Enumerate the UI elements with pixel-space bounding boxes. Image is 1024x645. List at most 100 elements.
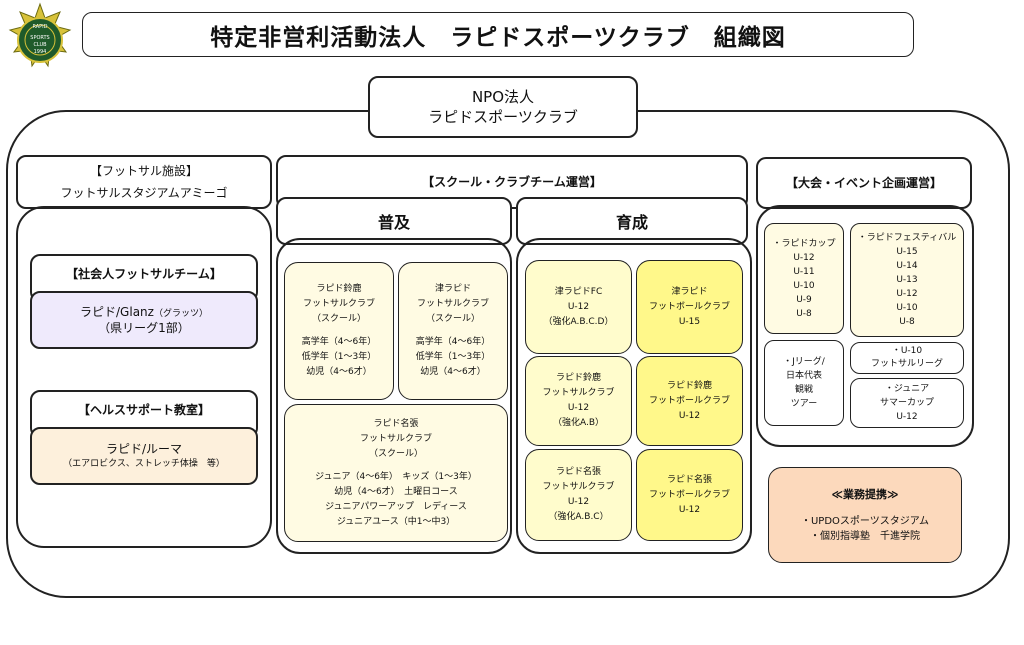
tsu-school-line: （スクール） xyxy=(425,314,480,324)
tsu-school-box: 津ラピド フットサルクラブ （スクール） 高学年（4～6年） 低学年（1～3年）… xyxy=(398,262,508,400)
suzuka-school-line: ラピド鈴鹿 xyxy=(316,284,362,294)
u10-league-line: ・U-10 xyxy=(891,346,923,356)
nabari-school-box: ラピド名張 フットサルクラブ （スクール） ジュニア（4～6年） キッズ（1～3… xyxy=(284,404,508,542)
jleague-tour-line: ・Jリーグ/ xyxy=(783,357,825,367)
rapid-festival-line: U-12 xyxy=(896,289,918,299)
events-header-box: 【大会・イベント企画運営】 xyxy=(756,157,972,209)
suzuka-futsal-line: （強化A.B） xyxy=(552,418,605,428)
rapid-festival-line: U-14 xyxy=(896,261,918,271)
nabari-school-line: フットサルクラブ xyxy=(359,433,432,444)
rapid-festival-line: ・ラピドフェスティバル xyxy=(857,233,957,243)
suzuka-school-line: フットサルクラブ xyxy=(302,299,375,309)
adult-team-note: （グラッツ） xyxy=(153,309,208,319)
nabari-school-line: （スクール） xyxy=(368,448,423,459)
ikusei-title: 育成 xyxy=(615,213,648,232)
nabari-football-box: ラピド名張 フットボールクラブ U-12 xyxy=(636,449,743,541)
suzuka-school-line: 低学年（1～3年） xyxy=(301,352,377,362)
facility-header: 【フットサル施設】 xyxy=(89,164,198,178)
tsu-fc-line: 津ラピドFC xyxy=(554,286,603,297)
adult-team-header: 【社会人フットサルチーム】 xyxy=(66,267,222,281)
u10-league-box: ・U-10 フットサルリーグ xyxy=(850,342,964,374)
nabari-futsal-line: ラピド名張 xyxy=(555,467,601,477)
suzuka-school-box: ラピド鈴鹿 フットサルクラブ （スクール） 高学年（4～6年） 低学年（1～3年… xyxy=(284,262,394,400)
health-program-name: ラピド/ルーマ xyxy=(105,442,183,456)
nabari-school-line: ラピド名張 xyxy=(373,418,419,429)
nabari-school-line: ジュニアパワーアップ レディース xyxy=(325,501,467,512)
npo-label: NPO法人 xyxy=(471,88,535,106)
tsu-fc-box: 津ラピドFC U-12 （強化A.B.C.D） xyxy=(525,260,632,354)
logo-ring-top: RAPID xyxy=(32,24,47,30)
nabari-football-line: U-12 xyxy=(678,504,701,515)
rapid-festival-line: U-8 xyxy=(899,317,915,327)
facility-name: フットサルスタジアムアミーゴ xyxy=(60,186,228,200)
nabari-futsal-box: ラピド名張 フットサルクラブ U-12 （強化A.B.C） xyxy=(525,449,632,541)
npo-club-name: ラピドスポーツクラブ xyxy=(428,108,578,126)
facility-frame xyxy=(16,206,272,548)
suzuka-football-line: U-12 xyxy=(678,410,701,421)
tsu-school-line: 高学年（4～6年） xyxy=(415,337,491,347)
rapid-cup-line: U-8 xyxy=(796,308,812,319)
suzuka-futsal-line: U-12 xyxy=(567,403,590,413)
tsu-school-line: 幼児（4～6才） xyxy=(420,367,486,377)
health-box: ラピド/ルーマ （エアロビクス、ストレッチ体操 等） xyxy=(30,427,258,485)
suzuka-football-line: ラピド鈴鹿 xyxy=(666,380,712,391)
rapid-festival-box: ・ラピドフェスティバル U-15 U-14 U-13 U-12 U-10 U-8 xyxy=(850,223,964,337)
health-program-detail: （エアロビクス、ストレッチ体操 等） xyxy=(63,459,225,469)
rapid-cup-box: ・ラピドカップ U-12 U-11 U-10 U-9 U-8 xyxy=(764,223,844,334)
nabari-school-line: 幼児（4～6才） 土曜日コース xyxy=(334,486,458,497)
suzuka-futsal-line: ラピド鈴鹿 xyxy=(555,373,601,383)
events-frame xyxy=(756,205,974,447)
facility-header-box: 【フットサル施設】 フットサルスタジアムアミーゴ xyxy=(16,155,272,209)
fukyu-title-box: 普及 xyxy=(276,197,512,245)
ikusei-frame xyxy=(516,238,752,554)
rapid-cup-line: ・ラピドカップ xyxy=(772,238,836,249)
jleague-tour-box: ・Jリーグ/ 日本代表 観戦 ツアー xyxy=(764,340,844,426)
logo-year: 1994 xyxy=(34,49,47,55)
club-logo: RAPID SPORTS CLUB 1994 xyxy=(4,2,76,80)
fukyu-frame xyxy=(276,238,512,554)
suzuka-school-line: 高学年（4～6年） xyxy=(301,337,377,347)
nabari-football-line: ラピド名張 xyxy=(666,474,712,485)
nabari-football-line: フットボールクラブ xyxy=(648,489,730,500)
junior-summer-cup-line: サマーカップ xyxy=(879,398,934,408)
partner-juku: ・個別指導塾 千進学院 xyxy=(810,530,920,542)
school-header: 【スクール・クラブチーム運営】 xyxy=(422,175,602,189)
jleague-tour-line: ツアー xyxy=(790,399,818,409)
health-header: 【ヘルスサポート教室】 xyxy=(77,403,210,417)
rapid-festival-line: U-10 xyxy=(896,303,918,313)
suzuka-school-line: （スクール） xyxy=(311,314,366,324)
jleague-tour-line: 観戦 xyxy=(794,385,813,395)
nabari-school-line: ジュニアユース（中1～中3） xyxy=(336,516,456,527)
u10-league-line: フットサルリーグ xyxy=(870,359,943,369)
rapid-festival-line: U-13 xyxy=(896,275,918,285)
nabari-futsal-line: （強化A.B.C） xyxy=(548,512,609,522)
tsu-fc-line: （強化A.B.C.D） xyxy=(543,316,614,327)
partner-updo: ・UPDOスポーツスタジアム xyxy=(800,515,930,527)
tsu-football-line: U-15 xyxy=(678,316,701,327)
suzuka-school-line: 幼児（4～6才） xyxy=(306,367,372,377)
page-title-box: 特定非営利活動法人 ラピドスポーツクラブ 組織図 xyxy=(82,12,914,57)
nabari-futsal-line: U-12 xyxy=(567,497,590,507)
nabari-futsal-line: フットサルクラブ xyxy=(542,482,615,492)
npo-root-box: NPO法人 ラピドスポーツクラブ xyxy=(368,76,638,138)
partners-box: ≪業務提携≫ ・UPDOスポーツスタジアム ・個別指導塾 千進学院 xyxy=(768,467,962,563)
logo-ring-bottom: SPORTS xyxy=(30,35,49,41)
tsu-football-line: フットボールクラブ xyxy=(648,301,730,312)
logo-middle: CLUB xyxy=(33,42,47,48)
jleague-tour-line: 日本代表 xyxy=(785,371,822,381)
suzuka-futsal-line: フットサルクラブ xyxy=(542,388,615,398)
tsu-school-line: フットサルクラブ xyxy=(416,299,489,309)
ikusei-title-box: 育成 xyxy=(516,197,748,245)
suzuka-football-box: ラピド鈴鹿 フットボールクラブ U-12 xyxy=(636,356,743,446)
tsu-fc-line: U-12 xyxy=(567,301,590,312)
adult-team-league: （県リーグ1部） xyxy=(98,321,190,335)
nabari-school-line: ジュニア（4～6年） キッズ（1～3年） xyxy=(315,471,477,482)
tsu-school-line: 低学年（1～3年） xyxy=(415,352,491,362)
junior-summer-cup-box: ・ジュニア サマーカップ U-12 xyxy=(850,378,964,428)
rapid-festival-line: U-15 xyxy=(896,247,918,257)
junior-summer-cup-line: ・ジュニア xyxy=(884,384,930,394)
adult-team-box: ラピド/Glanz（グラッツ） （県リーグ1部） xyxy=(30,291,258,349)
rapid-cup-line: U-10 xyxy=(793,280,815,291)
rapid-cup-line: U-12 xyxy=(793,252,815,263)
rapid-cup-line: U-9 xyxy=(796,294,812,305)
